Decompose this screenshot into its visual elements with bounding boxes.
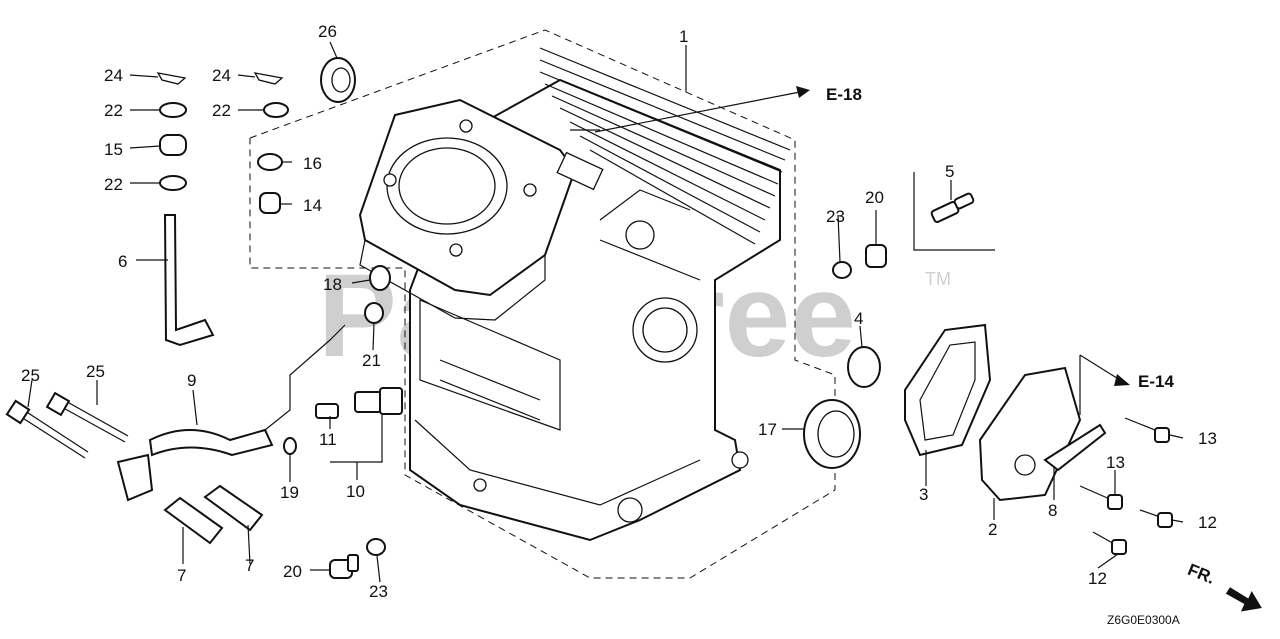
drawing-code: Z6G0E0300A <box>1107 613 1180 627</box>
ref-arrow-e18 <box>594 86 810 133</box>
callout-2: 2 <box>988 520 997 539</box>
callout-19: 19 <box>280 483 299 502</box>
callout-22-b: 22 <box>212 101 231 120</box>
bolt-13-b <box>1079 485 1123 510</box>
nut-21 <box>364 302 384 324</box>
callout-25-b: 25 <box>86 362 105 381</box>
oil-seal-17 <box>803 399 861 469</box>
washer-23-lower <box>366 538 386 556</box>
assembly-boundary <box>249 29 836 579</box>
front-label: FR. <box>1185 560 1218 588</box>
callout-17: 17 <box>758 420 777 439</box>
callout-15: 15 <box>104 140 123 159</box>
leader-lines <box>27 41 1184 583</box>
cylinder-block <box>358 47 791 542</box>
callout-7-a: 7 <box>177 566 186 585</box>
bolt-12-a <box>1139 509 1173 528</box>
tube-7-a <box>163 496 224 545</box>
callout-9: 9 <box>187 371 196 390</box>
grommet-16 <box>257 153 283 171</box>
bolt-11 <box>315 403 339 419</box>
washer-19 <box>283 437 297 455</box>
bolt-25-b <box>45 391 129 443</box>
callout-4: 4 <box>854 309 863 328</box>
callout-21: 21 <box>362 351 381 370</box>
breather-tube-6 <box>163 214 215 347</box>
callout-22-a: 22 <box>104 101 123 120</box>
oring-18 <box>369 265 391 291</box>
callout-3: 3 <box>919 485 928 504</box>
callout-25-a: 25 <box>21 366 40 385</box>
ref-label-e14: E-14 <box>1138 372 1174 391</box>
bolt-20-upper <box>865 244 887 268</box>
bolt-20-lower-head <box>347 554 359 572</box>
callout-13-a: 13 <box>1198 429 1217 448</box>
ref-bracket-5 <box>913 172 995 251</box>
grommet-14 <box>259 192 281 214</box>
callout-7-b: 7 <box>245 556 254 575</box>
hose-9 <box>148 428 274 457</box>
bolt-12-b <box>1092 531 1127 555</box>
cover-2 <box>978 366 1082 502</box>
callout-20-lower: 20 <box>283 562 302 581</box>
bracket-8 <box>1043 423 1107 472</box>
callout-10: 10 <box>346 482 365 501</box>
callout-11: 11 <box>319 430 337 449</box>
callout-24-a: 24 <box>104 66 123 85</box>
gasket-3 <box>904 323 992 457</box>
callout-12-a: 12 <box>1198 513 1217 532</box>
plug-4 <box>847 346 881 388</box>
washer-22-c <box>159 175 187 191</box>
oil-switch-10 <box>354 387 403 415</box>
washer-22-b <box>263 102 289 118</box>
callout-13-b: 13 <box>1106 453 1125 472</box>
callout-12-b: 12 <box>1088 569 1107 588</box>
callout-26: 26 <box>318 22 337 41</box>
callout-23-lower: 23 <box>369 582 388 601</box>
callout-18: 18 <box>323 275 342 294</box>
callout-20-upper: 20 <box>865 188 884 207</box>
callout-23-upper: 23 <box>826 207 845 226</box>
clip-24-right <box>253 72 284 85</box>
bearing-26 <box>320 57 356 103</box>
callout-6: 6 <box>118 252 127 271</box>
ref-label-e18: E-18 <box>826 85 862 104</box>
fitting-5 <box>930 192 975 223</box>
clip-24-left <box>156 72 187 85</box>
front-arrow <box>1225 587 1262 612</box>
washer-23-upper <box>832 261 852 279</box>
grommet-15 <box>159 134 187 156</box>
callout-14: 14 <box>303 196 322 215</box>
callout-16: 16 <box>303 154 322 173</box>
callout-24-b: 24 <box>212 66 231 85</box>
callout-1: 1 <box>679 27 688 46</box>
callout-22-c: 22 <box>104 175 123 194</box>
bolt-13-a <box>1124 417 1170 443</box>
washer-22-a <box>159 102 187 118</box>
watermark-tm: TM <box>925 269 951 289</box>
hose-clamp-9 <box>116 453 154 502</box>
bolt-25-a <box>5 399 89 459</box>
tube-7-b <box>203 484 264 532</box>
callout-8: 8 <box>1048 501 1057 520</box>
ref-arrow-e14 <box>1079 354 1130 415</box>
callout-5: 5 <box>945 162 954 181</box>
